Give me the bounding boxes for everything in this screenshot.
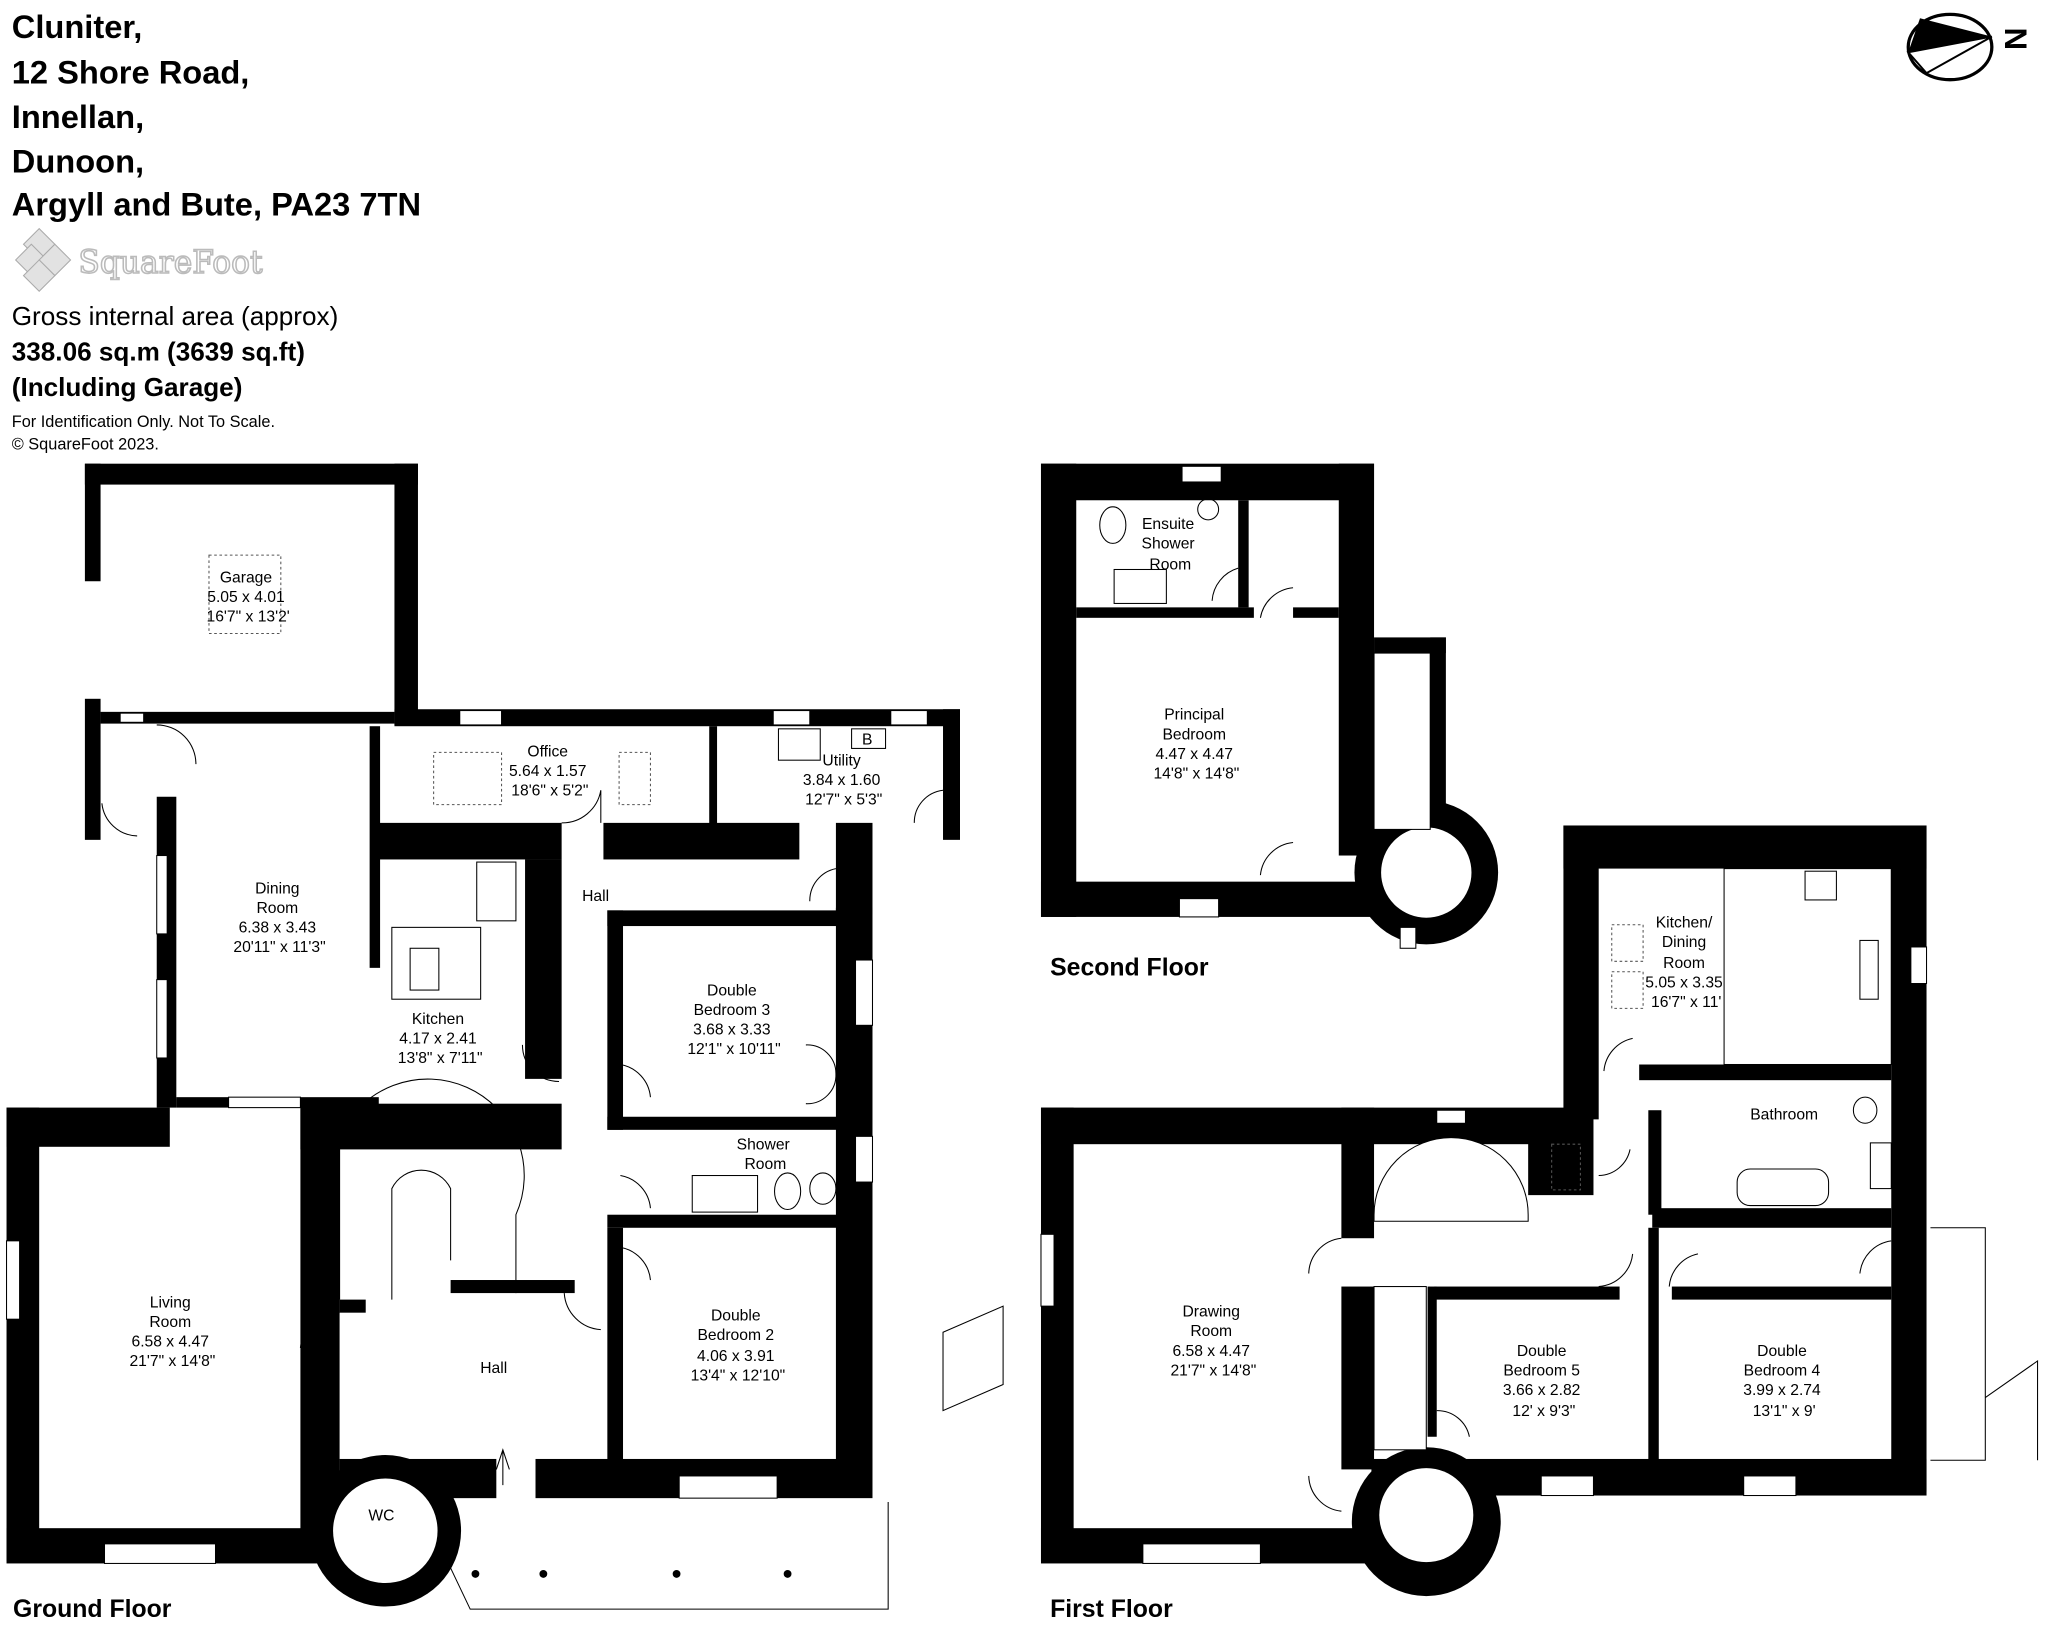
copyright: © SquareFoot 2023.: [12, 435, 159, 453]
ground-floor-labels: Garage 5.05 x 4.01 16'7" x 13'2' Office …: [129, 570, 885, 1525]
room-label-drawing-room: Drawing Room 6.58 x 4.47 21'7" x 14'8": [1170, 1304, 1256, 1380]
floor-title-ground: Ground Floor: [13, 1596, 172, 1623]
address-line: Dunoon,: [12, 142, 144, 179]
boiler-label: B: [862, 732, 872, 749]
room-label-hall-lower: Hall: [480, 1360, 507, 1377]
second-floor-details: [1099, 465, 1473, 949]
ground-floor-fixtures: [101, 554, 1004, 1610]
room-label-double-bedroom-5: Double Bedroom 5 3.66 x 2.82 12' x 9'3": [1503, 1343, 1585, 1420]
area-label: Gross internal area (approx): [12, 301, 339, 331]
room-label-principal-bedroom: Principal Bedroom 4.47 x 4.47 14'8" x 14…: [1153, 707, 1239, 783]
room-label-living-room: Living Room 6.58 x 4.47 21'7" x 14'8": [129, 1294, 215, 1370]
bath-icon: [1736, 1168, 1830, 1207]
address-line: Innellan,: [12, 98, 144, 135]
logo-diamond-icon: [14, 227, 72, 293]
porch-outline: [443, 1305, 1004, 1610]
first-floor-plan: Kitchen/ Dining Room 5.05 x 3.35 16'7" x…: [1040, 825, 2039, 1623]
room-label-double-bedroom-3: Double Bedroom 3 3.68 x 3.33 12'1" x 10'…: [687, 982, 780, 1058]
basin-icon: [1197, 498, 1220, 521]
room-label-utility: Utility 3.84 x 1.60 12'7" x 5'3": [803, 752, 885, 808]
staircase-icon: [339, 1078, 525, 1300]
hob-icon: [1804, 870, 1837, 901]
toilet-icon: [774, 1172, 802, 1211]
kitchen-sink-icon: [1859, 939, 1879, 1000]
staircase-icon: [1373, 1137, 1529, 1222]
room-label-ensuite-shower-room: Ensuite Shower Room: [1142, 516, 1199, 573]
address-block: Cluniter, 12 Shore Road, Innellan, Dunoo…: [12, 8, 421, 223]
floor-title-second: Second Floor: [1050, 955, 1209, 982]
room-label-garage: Garage 5.05 x 4.01 16'7" x 13'2': [207, 570, 290, 626]
entrance-arrow-icon: [495, 1448, 510, 1486]
ground-floor-walls: [6, 463, 960, 1607]
compass-north-label: N: [1998, 27, 2033, 50]
sink-icon: [777, 728, 821, 761]
basin-icon: [1869, 1142, 1892, 1190]
shower-tray-icon: [1113, 568, 1167, 604]
spiral-stair-icon: [1380, 826, 1473, 919]
room-label-office: Office 5.64 x 1.57 18'6" x 5'2": [509, 743, 591, 799]
toilet-icon: [1852, 1096, 1878, 1124]
room-label-hall-upper: Hall: [582, 888, 609, 905]
shower-tray-icon: [691, 1175, 759, 1213]
room-label-double-bedroom-4: Double Bedroom 4 3.99 x 2.74 13'1" x 9': [1743, 1343, 1825, 1420]
room-label-bathroom: Bathroom: [1750, 1106, 1818, 1123]
boiler-label: B: [1561, 1147, 1571, 1164]
area-value: 338.06 sq.m (3639 sq.ft): [12, 337, 305, 367]
first-floor-walls: [1040, 825, 1927, 1597]
second-floor-plan: Ensuite Shower Room Principal Bedroom 4.…: [1040, 463, 1499, 982]
first-floor-details: [1040, 868, 2039, 1564]
logo-text: SquareFoot: [78, 245, 263, 281]
north-arrow-icon: [1906, 12, 1994, 82]
toilet-icon: [1099, 506, 1127, 544]
hob-icon: [409, 947, 440, 991]
kitchen-sink-icon: [476, 861, 517, 922]
address-line: 12 Shore Road,: [12, 54, 250, 91]
compass: N: [1906, 12, 2033, 82]
ground-floor-plan: Garage 5.05 x 4.01 16'7" x 13'2' Office …: [6, 463, 1004, 1623]
room-label-kitchen-dining-room: Kitchen/ Dining Room 5.05 x 3.35 16'7" x…: [1645, 914, 1727, 1011]
external-steps-icon: [942, 1305, 1004, 1412]
room-label-shower-room: Shower Room: [737, 1136, 794, 1173]
ground-floor-windows: [6, 710, 928, 1584]
room-label-kitchen: Kitchen 4.17 x 2.41 13'8" x 7'11": [398, 1011, 483, 1067]
room-label-double-bedroom-2: Double Bedroom 2 4.06 x 3.91 13'4" x 12'…: [691, 1308, 786, 1385]
room-label-wc: WC: [368, 1507, 394, 1524]
room-label-dining-room: Dining Room 6.38 x 3.43 20'11" x 11'3": [233, 880, 325, 956]
area-note: (Including Garage): [12, 372, 243, 402]
external-steps-icon: [1930, 1227, 1986, 1461]
floor-title-first: First Floor: [1050, 1596, 1173, 1623]
disclaimer: For Identification Only. Not To Scale.: [12, 413, 275, 431]
address-line: Argyll and Bute, PA23 7TN: [12, 186, 421, 223]
squarefoot-logo: SquareFoot: [14, 227, 264, 293]
address-line: Cluniter,: [12, 8, 143, 45]
